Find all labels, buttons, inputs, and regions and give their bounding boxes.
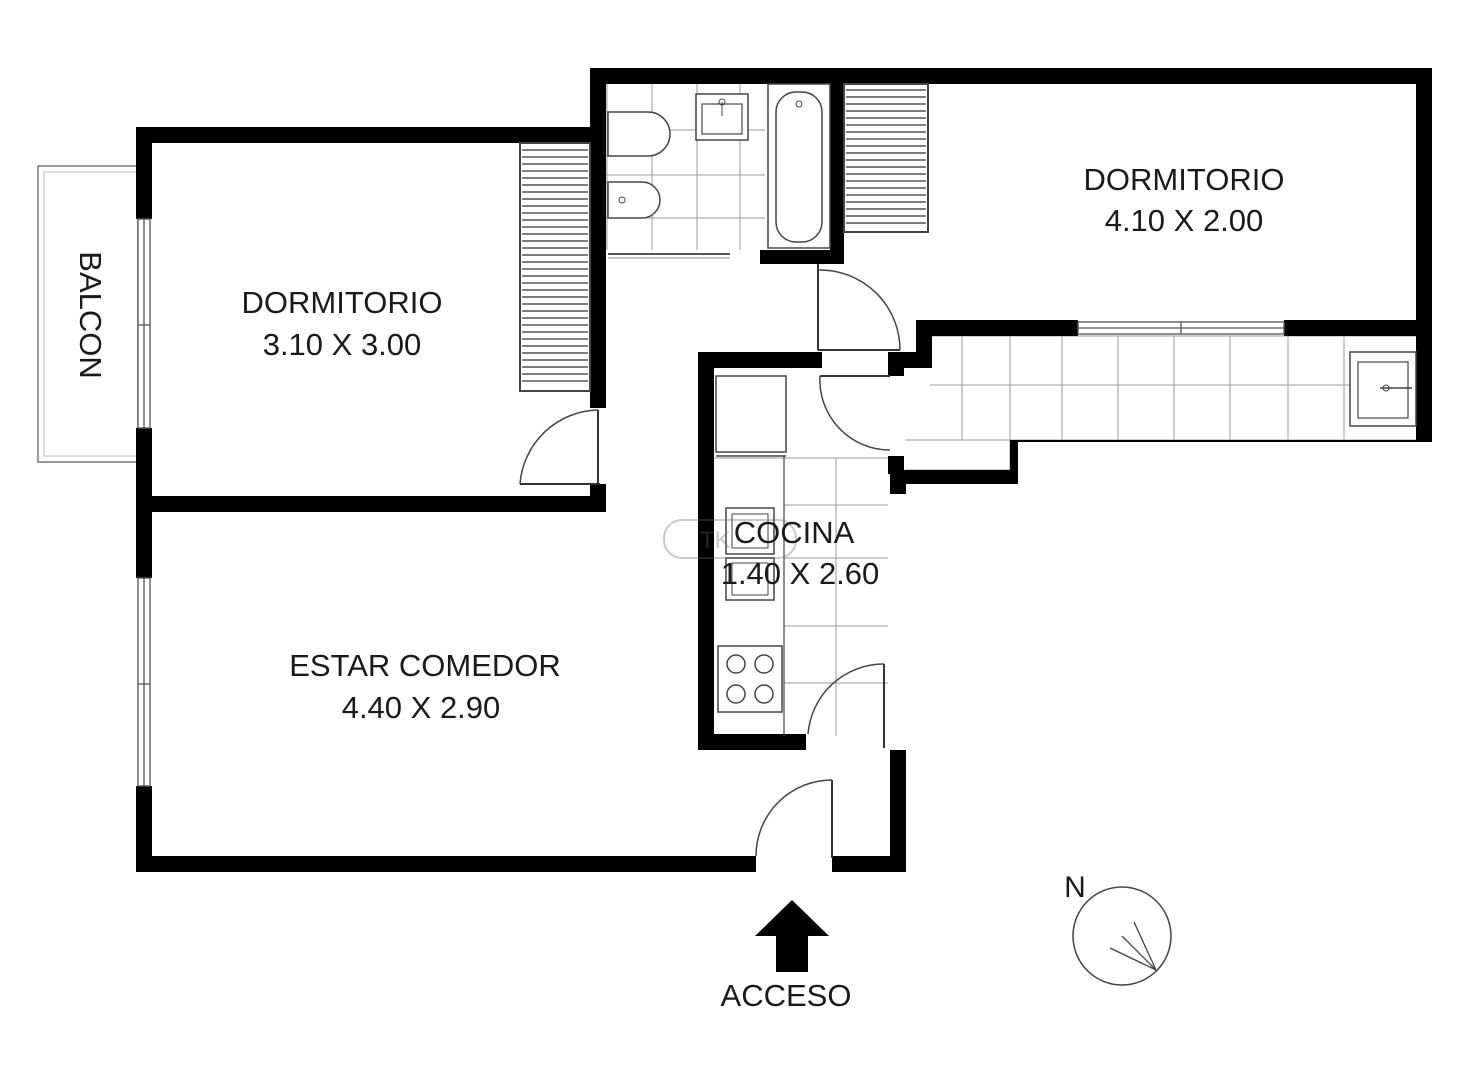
room-size: 3.10 X 3.00 [263,327,422,362]
laundry-tiles [905,335,1418,471]
watermark-text: TK [700,527,731,554]
room-size: 4.10 X 2.00 [1105,203,1264,238]
entrance-label: ACCESO [721,978,852,1013]
bathroom-tiles [606,84,765,250]
north-compass-icon [1072,886,1172,986]
room-label-estar: ESTAR COMEDOR 4.40 X 2.90 [289,648,561,725]
room-name: COCINA [734,515,855,550]
room-name: ESTAR COMEDOR [289,648,561,683]
north-label: N [1064,871,1086,904]
room-label-cocina: COCINA 1.40 X 2.60 [721,515,880,591]
laundry-sink [1349,351,1417,427]
kitchen-tiles [714,457,888,736]
watermark-logo: TK [663,519,797,559]
room-label-dorm2: DORMITORIO 4.10 X 2.00 [1084,162,1285,238]
entrance-arrow-icon [755,900,829,972]
closet-bedroom2 [843,83,929,233]
closet-bedroom1 [519,142,591,392]
bathroom-fixtures [607,83,831,259]
walls [136,68,1432,872]
room-size: 4.40 X 2.90 [342,690,501,725]
room-label-dorm1: DORMITORIO 3.10 X 3.00 [242,285,443,362]
doors [519,264,901,858]
room-name: DORMITORIO [242,285,443,320]
room-name: DORMITORIO [1084,162,1285,197]
windows [137,218,1285,787]
balcony-label: BALCON [73,251,108,378]
kitchen-fixtures [715,375,787,736]
room-size: 1.40 X 2.60 [721,556,880,591]
